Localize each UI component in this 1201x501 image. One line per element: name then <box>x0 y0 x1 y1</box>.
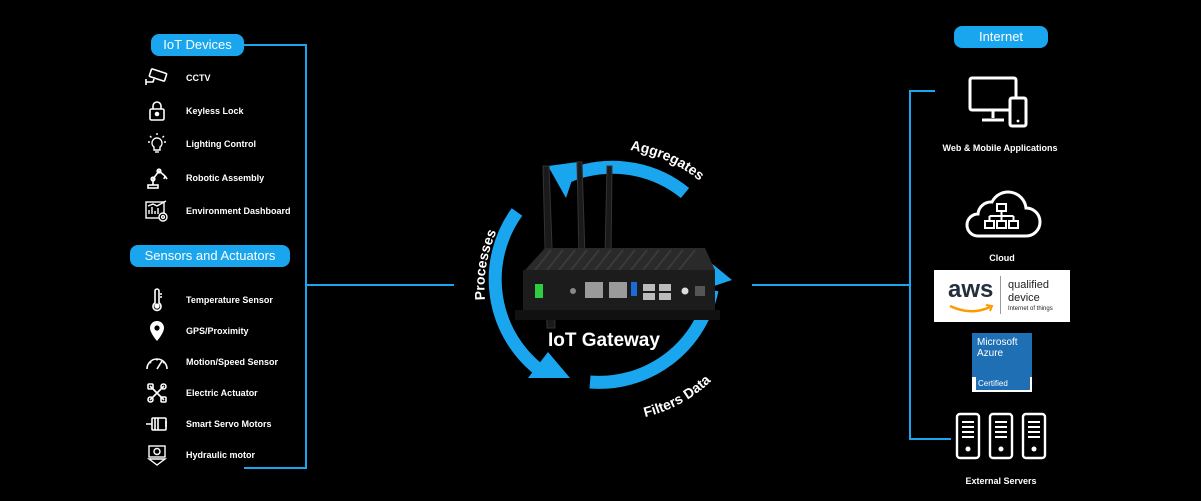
servers-icon <box>955 412 1047 460</box>
item-label: GPS/Proximity <box>186 326 249 336</box>
aws-qualified-text: qualified <box>1008 279 1049 291</box>
robot-arm-icon <box>144 166 170 190</box>
aws-logo-text: aws <box>948 276 994 303</box>
right-connector <box>752 284 910 286</box>
item-label: Keyless Lock <box>186 106 244 116</box>
list-item-cctv: CCTV <box>144 66 211 90</box>
location-pin-icon <box>144 319 170 343</box>
iot-devices-title: IoT Devices <box>163 37 232 52</box>
right-bracket-bottom <box>909 438 951 440</box>
cloud-label: Cloud <box>989 253 1015 263</box>
item-label: Electric Actuator <box>186 388 258 398</box>
list-item-hydraulic-motor: Hydraulic motor <box>144 443 255 467</box>
label-filters-data: Filters Data <box>642 371 714 420</box>
list-item-robotic-assembly: Robotic Assembly <box>144 166 264 190</box>
internet-title: Internet <box>978 29 1024 44</box>
hydraulic-motor-icon <box>144 443 170 467</box>
left-bracket-bottom <box>244 467 306 469</box>
arrow-left <box>488 208 546 378</box>
gateway-device <box>515 161 720 329</box>
antenna-icon <box>576 161 586 257</box>
list-item-gps-proximity: GPS/Proximity <box>144 319 249 343</box>
dashboard-icon <box>144 199 170 223</box>
right-bracket-top <box>909 90 935 92</box>
arrowhead-top <box>548 162 578 198</box>
cctv-icon <box>144 66 170 90</box>
aws-iot-text: Internet of things <box>1008 306 1053 312</box>
azure-microsoft-text: Microsoft <box>977 337 1018 348</box>
list-item-environment-dashboard: Environment Dashboard <box>144 199 291 223</box>
item-label: CCTV <box>186 73 211 83</box>
servo-motor-icon <box>144 412 170 436</box>
aws-device-text: device <box>1008 292 1040 304</box>
external-servers-label: External Servers <box>965 476 1037 486</box>
arrow-top <box>557 160 690 199</box>
bulb-icon <box>144 132 170 156</box>
item-label: Motion/Speed Sensor <box>186 357 279 367</box>
list-item-motion-speed-sensor: Motion/Speed Sensor <box>144 350 278 374</box>
list-item-temperature-sensor: Temperature Sensor <box>144 288 273 312</box>
gateway-title: IoT Gateway <box>548 330 660 351</box>
arrowhead-left <box>528 352 570 378</box>
speedometer-icon <box>144 350 170 374</box>
iot-devices-pill: IoT Devices <box>151 34 244 56</box>
list-item-electric-actuator: Electric Actuator <box>144 381 258 405</box>
left-bracket-top <box>244 44 306 46</box>
left-connector <box>306 284 454 286</box>
item-label: Environment Dashboard <box>186 206 291 216</box>
left-bracket-vertical <box>305 44 307 469</box>
item-label: Robotic Assembly <box>186 173 265 183</box>
sensors-actuators-title: Sensors and Actuators <box>144 248 276 263</box>
web-mobile-label: Web & Mobile Applications <box>942 143 1058 153</box>
item-label: Hydraulic motor <box>186 450 256 460</box>
lock-icon <box>144 99 170 123</box>
actuator-icon <box>144 381 170 405</box>
monitor-phone-icon <box>968 76 1028 128</box>
antenna-icon <box>604 165 613 257</box>
item-label: Smart Servo Motors <box>186 419 272 429</box>
aws-smile-icon <box>949 304 994 313</box>
azure-certified-text: Certified <box>976 377 1030 390</box>
item-label: Temperature Sensor <box>186 295 273 305</box>
internet-pill: Internet <box>954 26 1048 48</box>
sensors-actuators-pill: Sensors and Actuators <box>130 245 290 267</box>
list-item-smart-servo-motors: Smart Servo Motors <box>144 412 272 436</box>
item-label: Lighting Control <box>186 139 256 149</box>
azure-azure-text: Azure <box>977 348 1004 359</box>
cloud-network-icon <box>965 190 1042 238</box>
list-item-lighting-control: Lighting Control <box>144 132 256 156</box>
right-bracket-vertical <box>909 90 911 440</box>
azure-certified-badge: Microsoft Azure Certified <box>972 333 1032 392</box>
list-item-keyless-lock: Keyless Lock <box>144 99 244 123</box>
aws-qualified-badge: aws qualified device Internet of things <box>934 270 1070 322</box>
thermometer-icon <box>144 288 170 312</box>
